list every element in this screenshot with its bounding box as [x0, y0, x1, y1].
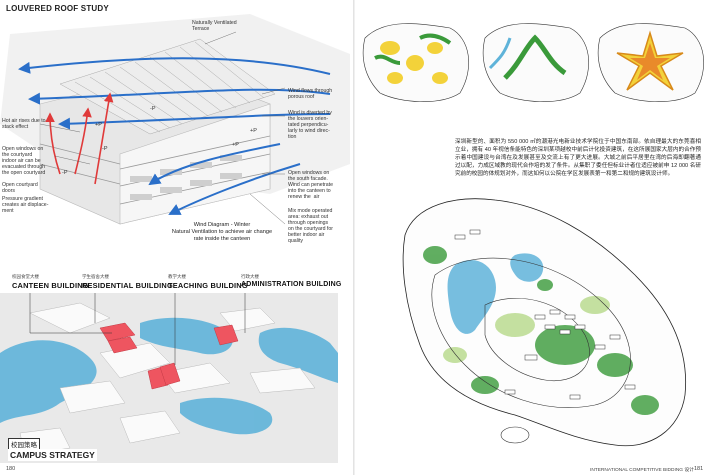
concept-sketch-2 — [482, 23, 590, 102]
campus-strategy-render — [0, 293, 338, 463]
building-label-cn: 教学大楼 — [168, 274, 186, 279]
body-text: 深圳新型的、面积为 550 000 ㎡的潮港光电新业技术学院位于中国东南部。依自… — [455, 139, 701, 177]
louvered-roof-diagram: +P -P -P +P -P +P — [0, 14, 350, 225]
label-wind-porous: Wind flows through porous roof — [288, 88, 333, 100]
building-label-cn: 学生宿舍大楼 — [82, 274, 109, 279]
page-number-left: 180 — [6, 466, 16, 472]
label-open-windows-courtyard: Open windows on the courtyard indoor air… — [2, 146, 46, 176]
building-label-cn: 校园食堂大楼 — [12, 274, 39, 279]
concept-sketches — [362, 23, 705, 102]
left-page: LOUVERED ROOF STUDY — [0, 0, 354, 475]
strategy-label: CAMPUS STRATEGY — [8, 449, 97, 461]
pressure-mark: -P — [150, 106, 156, 112]
concept-sketch-3 — [597, 23, 705, 102]
label-terrace: Naturally Ventilated Terrace — [192, 20, 237, 32]
pressure-mark: -P — [62, 170, 68, 176]
building-label-residential: RESIDENTIAL BUILDING — [82, 281, 173, 290]
building-label-cn: 行政大楼 — [241, 274, 259, 279]
pressure-mark: +P — [250, 128, 257, 134]
pressure-mark: -P — [102, 146, 108, 152]
building-label-teaching: TEACHING BUILDING — [168, 281, 248, 290]
label-pressure: Pressure gradient creates air displace- … — [2, 196, 49, 214]
page-gutter — [353, 0, 355, 475]
diagram-caption: Wind Diagram - Winter Natural Ventilatio… — [171, 222, 273, 242]
page-number-right: 181 — [694, 466, 704, 472]
building-label-canteen: CANTEEN BUILDING — [12, 281, 89, 290]
label-open-windows-south: Open windows on the south facade. Wind c… — [288, 170, 333, 200]
label-wind-diverted: Wind is diverted by the louvers orien- t… — [288, 110, 332, 140]
concept-sketch-1 — [362, 23, 470, 102]
label-hot-air: Hot air rises due to stack effect — [2, 118, 46, 130]
footer-title: INTERNATIONAL COMPETITIVE BIDDING 设计 — [590, 468, 694, 473]
label-mix-mode: Mix mode operated area: exhaust out thro… — [288, 208, 333, 244]
pressure-mark: +P — [232, 142, 239, 148]
pressure-mark: +P — [95, 122, 102, 128]
master-plan-sketch — [402, 198, 687, 447]
building-label-administration: ADMINISTRATION BUILDING — [241, 281, 342, 288]
louvered-roof — [59, 38, 276, 135]
section-title: LOUVERED ROOF STUDY — [6, 4, 109, 13]
label-open-doors: Open courtyard doors — [2, 182, 38, 194]
